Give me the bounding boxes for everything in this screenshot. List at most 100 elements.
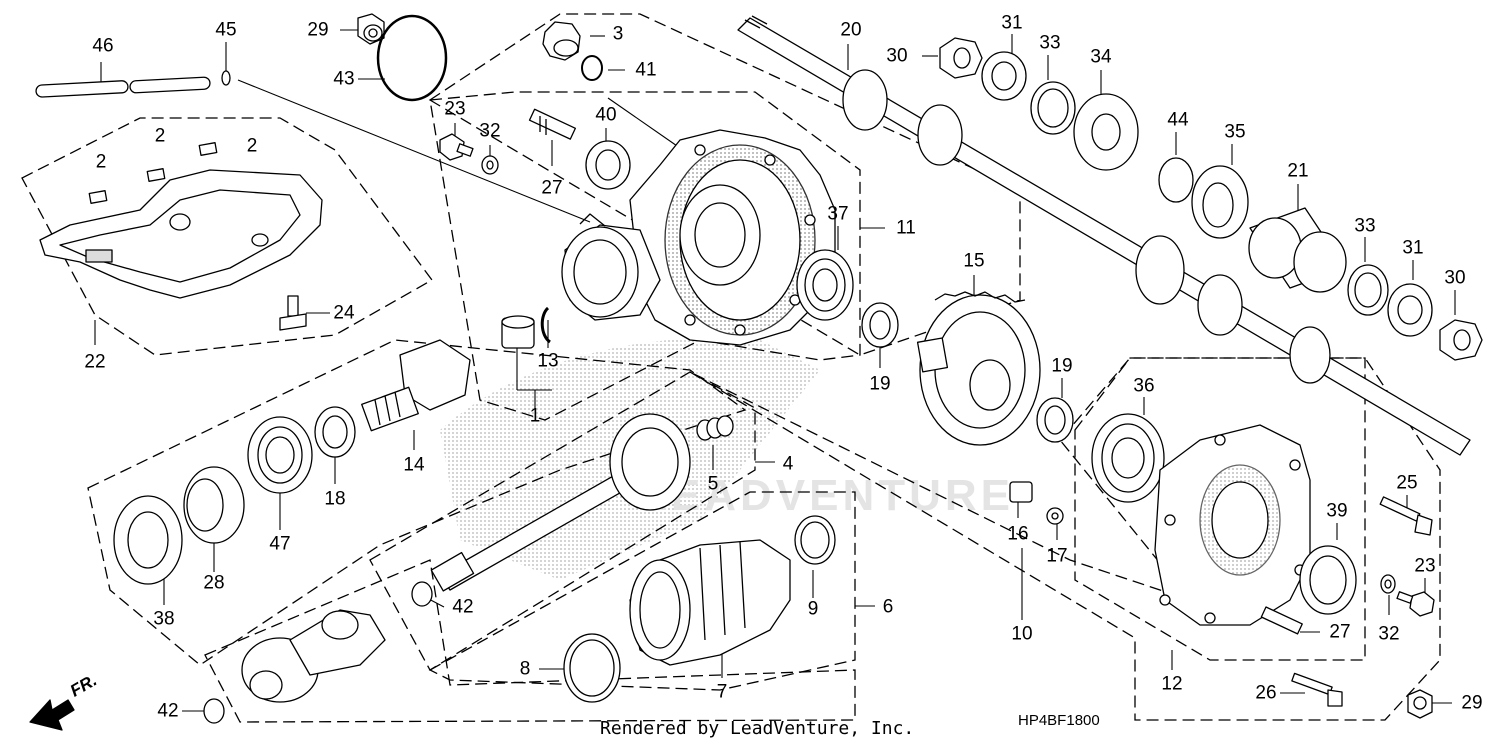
part-40-oil-seal — [585, 140, 631, 190]
callout-2: 2 — [246, 135, 258, 157]
part-15-ring-gear — [916, 291, 1041, 446]
callout-30: 30 — [886, 45, 908, 67]
callout-38: 38 — [153, 608, 175, 630]
part-29-nut-bottom — [1407, 689, 1433, 719]
callout-47: 47 — [269, 533, 291, 555]
callout-45: 45 — [215, 19, 237, 41]
callout-28: 28 — [203, 572, 225, 594]
callout-33: 33 — [1354, 215, 1376, 237]
part-14-drive-pinion — [361, 339, 471, 432]
callout-1: 1 — [529, 405, 541, 427]
callout-27: 27 — [1329, 621, 1351, 643]
leader-lines — [94, 29, 1456, 712]
part-37-bearing — [796, 249, 854, 321]
part-9-boot-band — [794, 515, 836, 565]
callout-31: 31 — [1402, 237, 1424, 259]
callout-44: 44 — [1167, 109, 1189, 131]
callout-33: 33 — [1039, 32, 1061, 54]
callout-10: 10 — [1011, 623, 1033, 645]
callout-13: 13 — [537, 350, 559, 372]
part-5-spring — [696, 415, 734, 441]
part-18-shim — [314, 406, 356, 458]
part-universal-joint — [241, 609, 386, 703]
callout-8: 8 — [519, 658, 531, 680]
callout-2: 2 — [154, 125, 166, 147]
part-42-o-ring-low — [203, 698, 225, 724]
callout-7: 7 — [716, 681, 728, 703]
callout-17: 17 — [1046, 545, 1068, 567]
part-1-bushing — [501, 315, 535, 349]
part-47-bearing — [247, 416, 313, 494]
group-22-outline — [21, 117, 433, 356]
part-32-washer-right — [1380, 574, 1396, 594]
callout-42: 42 — [157, 700, 179, 722]
part-45-clip — [221, 70, 231, 86]
callout-32: 32 — [479, 120, 501, 142]
callout-40: 40 — [595, 104, 617, 126]
part-29-nut-top — [357, 13, 385, 45]
part-39-oil-seal — [1299, 545, 1357, 615]
callout-27: 27 — [541, 177, 563, 199]
callout-18: 18 — [324, 488, 346, 510]
part-3-plug — [542, 21, 581, 61]
part-12-gear-case-cover — [1154, 424, 1311, 626]
part-31-castle-nut-left — [981, 51, 1027, 101]
part-33-washer-right — [1347, 264, 1389, 316]
callout-19: 19 — [1051, 355, 1073, 377]
part-16-plug — [1009, 481, 1033, 503]
callout-9: 9 — [807, 598, 819, 620]
part-42-o-ring-mid — [411, 581, 433, 607]
part-21-collar — [1248, 207, 1347, 293]
part-38-oil-seal — [113, 495, 183, 585]
part-2-rubber-blocks — [88, 142, 218, 204]
callout-6: 6 — [882, 596, 894, 618]
callout-34: 34 — [1090, 46, 1112, 68]
callout-2: 2 — [95, 151, 107, 173]
callout-25: 25 — [1396, 472, 1418, 494]
part-19-shim-left — [861, 302, 899, 348]
callout-30: 30 — [1444, 267, 1466, 289]
fr-direction-arrow — [29, 699, 75, 731]
group-12-outline — [1074, 357, 1366, 661]
callout-4: 4 — [782, 453, 794, 475]
callout-21: 21 — [1287, 160, 1309, 182]
callout-23: 23 — [444, 98, 466, 120]
group-4-outline — [369, 371, 756, 671]
callout-24: 24 — [333, 302, 355, 324]
callout-26: 26 — [1255, 682, 1277, 704]
part-46-tube — [35, 76, 211, 98]
part-7-boot — [629, 539, 791, 666]
callout-32: 32 — [1378, 623, 1400, 645]
callout-5: 5 — [707, 473, 719, 495]
part-13-circlip — [540, 306, 552, 344]
callout-41: 41 — [635, 59, 657, 81]
diagram-code: HP4BF1800 — [1018, 712, 1100, 729]
group-6-outline — [428, 491, 856, 691]
callout-14: 14 — [403, 454, 425, 476]
part-27-stud-left — [528, 108, 577, 140]
part-43-o-ring — [376, 14, 448, 102]
callout-42: 42 — [452, 596, 474, 618]
callout-12: 12 — [1161, 673, 1183, 695]
rendered-by-credit: Rendered by LeadVenture, Inc. — [600, 718, 915, 739]
callout-43: 43 — [333, 68, 355, 90]
part-23-bolt-left — [439, 133, 474, 161]
part-41-o-ring — [581, 55, 603, 81]
callout-37: 37 — [827, 203, 849, 225]
callout-29: 29 — [1461, 692, 1483, 714]
part-30-nut-right — [1439, 319, 1483, 361]
part-11-final-gear-case — [561, 129, 836, 346]
callout-3: 3 — [612, 23, 624, 45]
group-11-outline — [429, 91, 861, 421]
callout-20: 20 — [840, 19, 862, 41]
part-35-seal — [1191, 165, 1249, 239]
part-30-nut-left — [939, 37, 983, 79]
part-25-bolt — [1379, 496, 1433, 536]
part-20-rear-axle — [737, 15, 1471, 456]
part-17-washer — [1046, 507, 1064, 525]
group-38-outline — [87, 339, 747, 666]
callout-35: 35 — [1224, 121, 1246, 143]
callout-39: 39 — [1326, 500, 1348, 522]
callout-19: 19 — [869, 373, 891, 395]
